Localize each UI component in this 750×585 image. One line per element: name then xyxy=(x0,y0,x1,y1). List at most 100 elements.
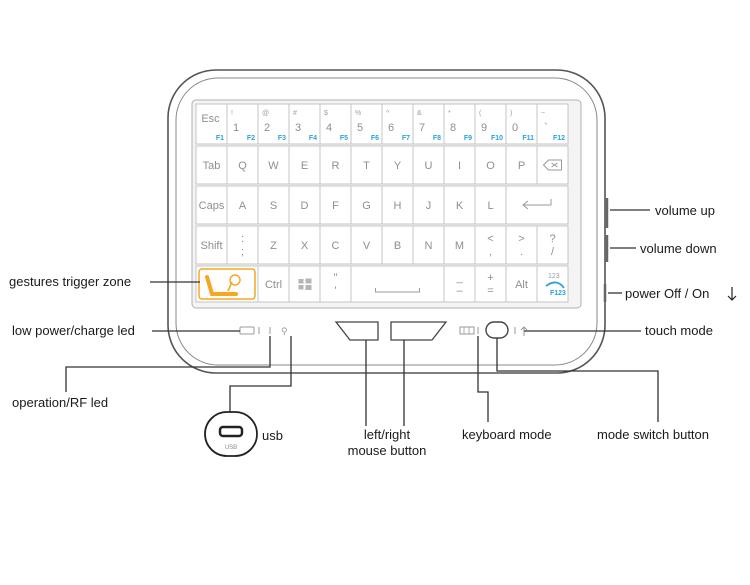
key-cap xyxy=(257,225,290,265)
key-cap xyxy=(350,265,445,303)
key-symbol: @ xyxy=(262,110,269,117)
key-tilde: ~`F12 xyxy=(536,103,569,145)
key-label: A xyxy=(239,200,247,212)
key-cap xyxy=(505,265,538,303)
key-shift: Shift xyxy=(195,225,228,265)
key-label: Shift xyxy=(200,240,222,252)
key-label: E xyxy=(301,160,308,172)
key-label: W xyxy=(268,160,279,172)
label-mouse-button-line2: mouse button xyxy=(348,443,427,458)
key-j: J xyxy=(412,185,445,225)
key-o: O xyxy=(474,145,507,185)
key-cap xyxy=(412,185,445,225)
key-symbol: $ xyxy=(324,110,328,117)
gesture-touch-icon xyxy=(229,274,241,286)
key-w: W xyxy=(257,145,290,185)
key-symbol: # xyxy=(293,110,297,117)
key-label: N xyxy=(425,240,433,252)
key-symbol: + xyxy=(487,272,493,284)
key-cap xyxy=(288,265,321,303)
key-5: %5F6 xyxy=(350,103,383,145)
keyboard-keys: EscF1!1F2@2F3#3F4$4F5%5F6^6F7&7F8*8F9(9F… xyxy=(195,103,569,303)
key-minus: _– xyxy=(443,265,476,303)
key-symbol: ( xyxy=(479,110,482,117)
key-fn-label: F123 xyxy=(550,290,566,297)
label-usb: usb xyxy=(262,428,283,443)
key-symbol: : xyxy=(241,233,244,245)
key-label: 9 xyxy=(481,122,487,134)
label-volume-down: volume down xyxy=(640,241,717,256)
key-cap xyxy=(226,185,259,225)
key-7: &7F8 xyxy=(412,103,445,145)
key-symbol: < xyxy=(487,233,493,245)
key-label: R xyxy=(332,160,340,172)
key-3: #3F4 xyxy=(288,103,321,145)
key-label: F xyxy=(332,200,339,212)
key-fn-label: F8 xyxy=(433,135,441,142)
key-cap xyxy=(474,225,507,265)
key-label: 8 xyxy=(450,122,456,134)
key-colon: :; xyxy=(226,225,259,265)
key-cap xyxy=(474,145,507,185)
key-y: Y xyxy=(381,145,414,185)
key-label: K xyxy=(456,200,464,212)
key-label: ; xyxy=(241,246,244,258)
key-label: L xyxy=(487,200,493,212)
key-m: M xyxy=(443,225,476,265)
key-label: . xyxy=(520,246,523,258)
left-mouse-button xyxy=(334,321,379,341)
key-6: ^6F7 xyxy=(381,103,414,145)
key-gesture xyxy=(195,265,259,303)
key-l: L xyxy=(474,185,507,225)
key-cap xyxy=(474,103,507,145)
key-label: J xyxy=(426,200,432,212)
key-fn-label: F11 xyxy=(522,135,534,142)
key-label: P xyxy=(518,160,525,172)
key-8: *8F9 xyxy=(443,103,476,145)
key-cap xyxy=(412,225,445,265)
windows-icon xyxy=(298,278,312,290)
key-label: B xyxy=(394,240,401,252)
key-cap xyxy=(536,145,569,185)
key-label: Tab xyxy=(203,160,221,172)
key-cap xyxy=(474,185,507,225)
key-label: / xyxy=(551,246,555,258)
key-1: !1F2 xyxy=(226,103,259,145)
key-cap xyxy=(350,103,383,145)
key-label: Ctrl xyxy=(265,279,282,291)
key-label: 0 xyxy=(512,122,518,134)
key-symbol: _ xyxy=(455,272,463,284)
key-h: H xyxy=(381,185,414,225)
label-operation-rf: operation/RF led xyxy=(12,395,108,410)
key-symbol: % xyxy=(355,110,361,117)
key-symbol: * xyxy=(448,110,451,117)
key-plus: += xyxy=(474,265,507,303)
key-quote: "' xyxy=(319,265,352,303)
key-fn-label: F7 xyxy=(402,135,410,142)
key-label: Z xyxy=(270,240,277,252)
key-cap xyxy=(226,145,259,185)
key-win xyxy=(288,265,321,303)
key-cap xyxy=(319,265,352,303)
key-symbol: ) xyxy=(510,110,512,117)
key-cap xyxy=(381,103,414,145)
key-cap xyxy=(257,103,290,145)
leader-operation-rf xyxy=(65,336,271,392)
key-label: ' xyxy=(334,285,336,297)
key-label: 7 xyxy=(419,122,425,134)
key-cap xyxy=(443,185,476,225)
key-label: 4 xyxy=(326,122,332,134)
key-fn-label: F4 xyxy=(309,135,317,142)
key-label: 1 xyxy=(233,122,239,134)
gesture-icon xyxy=(205,275,238,296)
rf-icon: ⚲ xyxy=(281,326,288,336)
key-symbol: " xyxy=(334,272,338,284)
key-cap xyxy=(288,225,321,265)
key-s: S xyxy=(257,185,290,225)
gesture-finger-icon xyxy=(227,281,233,292)
key-cap xyxy=(195,145,228,185)
key-cap xyxy=(195,225,228,265)
